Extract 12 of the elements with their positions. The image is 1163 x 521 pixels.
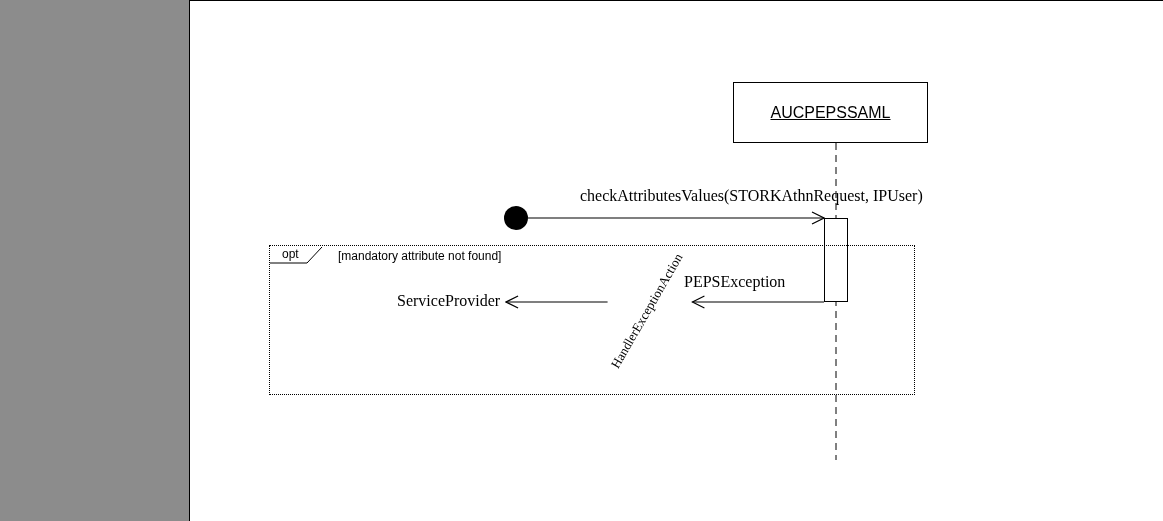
opt-fragment: [269, 245, 915, 395]
message-arrow: [527, 211, 825, 225]
guard-condition: [mandatory attribute not found]: [338, 249, 502, 263]
start-point: [504, 206, 528, 230]
message-label: checkAttributesValues(STORKAthnRequest, IPUser): [580, 187, 923, 205]
message-label: PEPSException: [684, 273, 786, 291]
message-arrow: [691, 295, 825, 309]
lifeline-head-box: AUCPEPSSAML: [733, 82, 928, 143]
message-arrow: [505, 295, 609, 309]
fragment-operator-tab: opt: [270, 246, 328, 264]
participant-label: ServiceProvider: [397, 292, 501, 310]
activation-bar: [824, 218, 848, 302]
